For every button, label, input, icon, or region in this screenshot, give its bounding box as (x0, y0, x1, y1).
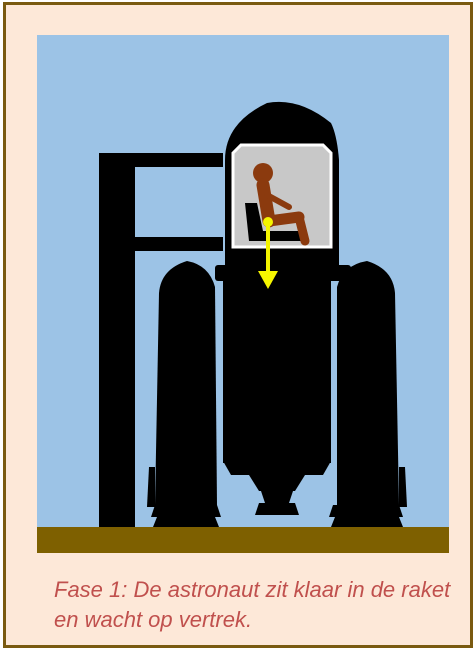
launch-illustration (37, 35, 449, 553)
launch-scene (37, 35, 449, 553)
figure-card: Fase 1: De astronaut zit klaar in de rak… (3, 2, 473, 648)
ground (37, 527, 449, 553)
figure-caption: Fase 1: De astronaut zit klaar in de rak… (54, 575, 464, 635)
cabin-window (233, 145, 331, 247)
